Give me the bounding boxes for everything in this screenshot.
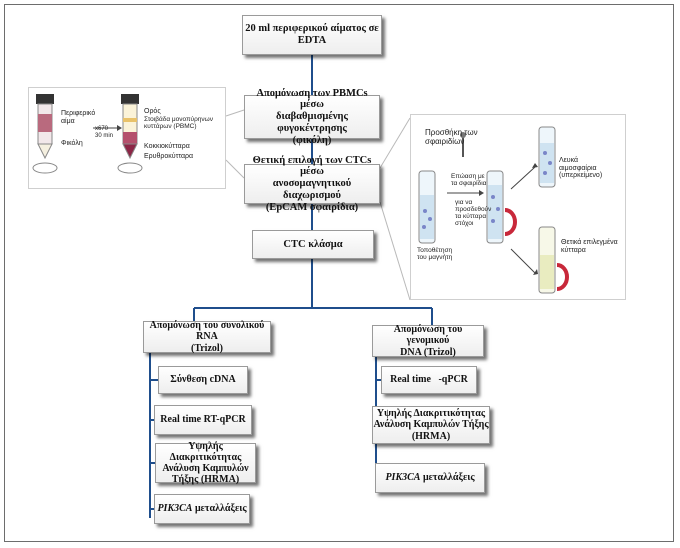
label-serum: Ορός (144, 108, 161, 115)
label-selected-cells: Θετικά επιλεγμένα κύτταρα (561, 239, 618, 254)
ctc-fraction-box: CTC κλάσμα (252, 230, 374, 259)
dna-mutations-box: PIK3CA μεταλλάξεις (375, 463, 485, 493)
dna-qpcr-right: -qPCR (438, 374, 468, 386)
label-magnet-placement: Τοποθέτηση του μαγνήτη (417, 247, 453, 262)
rna-isolation-text: Απομόνωση του συνολικού RNA (Trizol) (149, 320, 265, 354)
label-pbmc-layer: Στοιβάδα μονοπύρηνων κυττάρων (PBMC) (144, 116, 213, 131)
dna-hrma-text: Υψηλής Διακριτικότητας Ανάλυση Καμπυλών … (373, 408, 489, 442)
magnet-tubes-illustration (418, 126, 569, 294)
label-target-binding: για να προσδεθούν τα κύτταρα στόχοι (455, 199, 492, 228)
rna-qpcr-box: Real time RT-qPCR (154, 405, 252, 435)
rna-hrma-box: Υψηλής Διακριτικότητας Ανάλυση Καμπυλών … (155, 440, 256, 486)
dna-gene-name: PIK3CA (385, 472, 421, 484)
label-incubation: Επώαση με τα σφαιρίδια (451, 173, 487, 188)
sample-text: 20 ml περιφερικού αίματος σε EDTA (245, 23, 379, 46)
ctc-selection-box: Θετική επιλογή των CTCs μέσω ανοσομαγνητ… (244, 155, 380, 213)
label-centrifuge: x670 30 min (95, 126, 114, 139)
dna-isolation-box: Απομόνωση του γενομικού DNA (Trizol) (372, 324, 484, 358)
callout-ficoll (225, 109, 245, 117)
rna-qpcr-text: Real time RT-qPCR (160, 414, 246, 426)
dna-qpcr-left: Real time (390, 374, 431, 386)
magnet-inset: Προσθήκη των σφαιριδίων Επώαση με τα σφα… (410, 114, 626, 300)
label-erythrocytes: Ερυθροκύτταρα (144, 153, 194, 160)
dna-qpcr-box: Real time -qPCR (381, 366, 477, 394)
ctc-fraction-text: CTC κλάσμα (283, 238, 343, 250)
tube-cap (36, 94, 54, 104)
dna-mutations-word: μεταλλάξεις (420, 472, 475, 484)
label-add-beads: Προσθήκη των σφαιριδίων (425, 128, 478, 146)
label-granulocytes: Κοκκιοκύτταρα (144, 143, 190, 150)
rna-gene-name: PIK3CA (157, 503, 193, 515)
rna-hrma-text: Υψηλής Διακριτικότητας Ανάλυση Καμπυλών … (162, 440, 249, 486)
cdna-synthesis-box: Σύνθεση cDNA (158, 366, 248, 394)
dna-isolation-text: Απομόνωση του γενομικού DNA (Trizol) (393, 324, 463, 358)
rna-mutations-box: PIK3CA μεταλλάξεις (154, 494, 250, 524)
dna-hrma-box: Υψηλής Διακριτικότητας Ανάλυση Καμπυλών … (372, 406, 490, 444)
cdna-synthesis-text: Σύνθεση cDNA (170, 374, 236, 386)
ficoll-tubes-illustration (32, 94, 143, 174)
ficoll-inset: Περιφερικό αίμα Φικόλη x670 30 min Ορός … (28, 87, 226, 189)
pbmc-isolation-text: Απομόνωση των PBMCs μέσω διαβαθμισμένης … (256, 87, 368, 146)
label-white-cells: Λευκά αιμοσφαίρια (υπερκείμενο) (559, 157, 603, 180)
figure-frame (4, 4, 674, 542)
callout-magnet (379, 117, 411, 169)
label-ficoll: Φικόλη (61, 140, 83, 147)
ctc-selection-text: Θετική επιλογή των CTCs μέσω ανοσομαγνητ… (252, 154, 372, 213)
rna-mutations-word: μεταλλάξεις (192, 503, 247, 515)
pbmc-isolation-box: Απομόνωση των PBMCs μέσω διαβαθμισμένης … (244, 88, 380, 146)
sample-box: 20 ml περιφερικού αίματος σε EDTA (242, 15, 382, 55)
rna-isolation-box: Απομόνωση του συνολικού RNA (Trizol) (143, 320, 271, 354)
label-peripheral-blood: Περιφερικό αίμα (61, 110, 96, 125)
